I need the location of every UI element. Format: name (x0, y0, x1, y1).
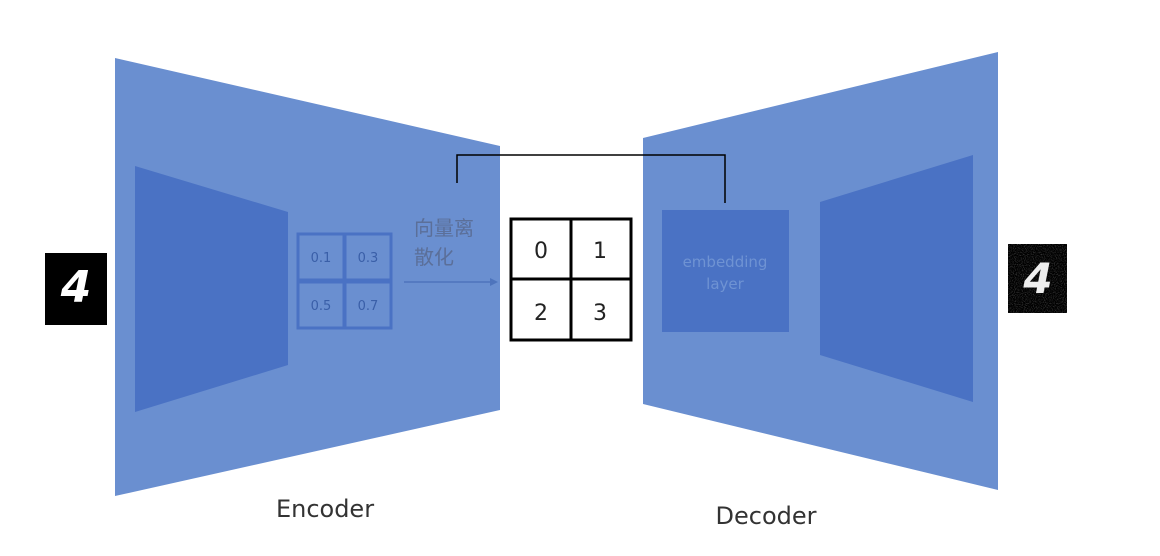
svg-text:4: 4 (60, 262, 92, 313)
quantize-arrow (404, 278, 498, 286)
grid-value: 0.5 (311, 299, 332, 314)
svg-text:4: 4 (1022, 254, 1052, 303)
encoder-latent-grid (296, 232, 393, 330)
embedding-label-line2: layer (706, 275, 744, 293)
codebook-index: 2 (534, 301, 548, 326)
codebook-index: 0 (534, 239, 548, 264)
decoder-label: Decoder (716, 502, 817, 530)
encoder-label: Encoder (276, 495, 374, 523)
input-digit-image: 4 (45, 253, 107, 325)
skip-connector-line (456, 154, 726, 203)
encoder-inner-block (135, 166, 288, 412)
embedding-label-line1: embedding (683, 253, 768, 271)
grid-value: 0.7 (358, 299, 379, 314)
codebook-index: 3 (593, 301, 607, 326)
quantize-label-line2: 散化 (414, 245, 454, 269)
grid-value: 0.1 (311, 251, 332, 266)
output-digit-image: 4 (1008, 244, 1067, 313)
codebook-grid (509, 217, 633, 342)
decoder-inner-block (820, 155, 973, 402)
embedding-layer-box (662, 210, 789, 332)
quantize-label-line1: 向量离 (414, 216, 474, 240)
grid-value: 0.3 (358, 251, 379, 266)
codebook-index: 1 (593, 239, 607, 264)
